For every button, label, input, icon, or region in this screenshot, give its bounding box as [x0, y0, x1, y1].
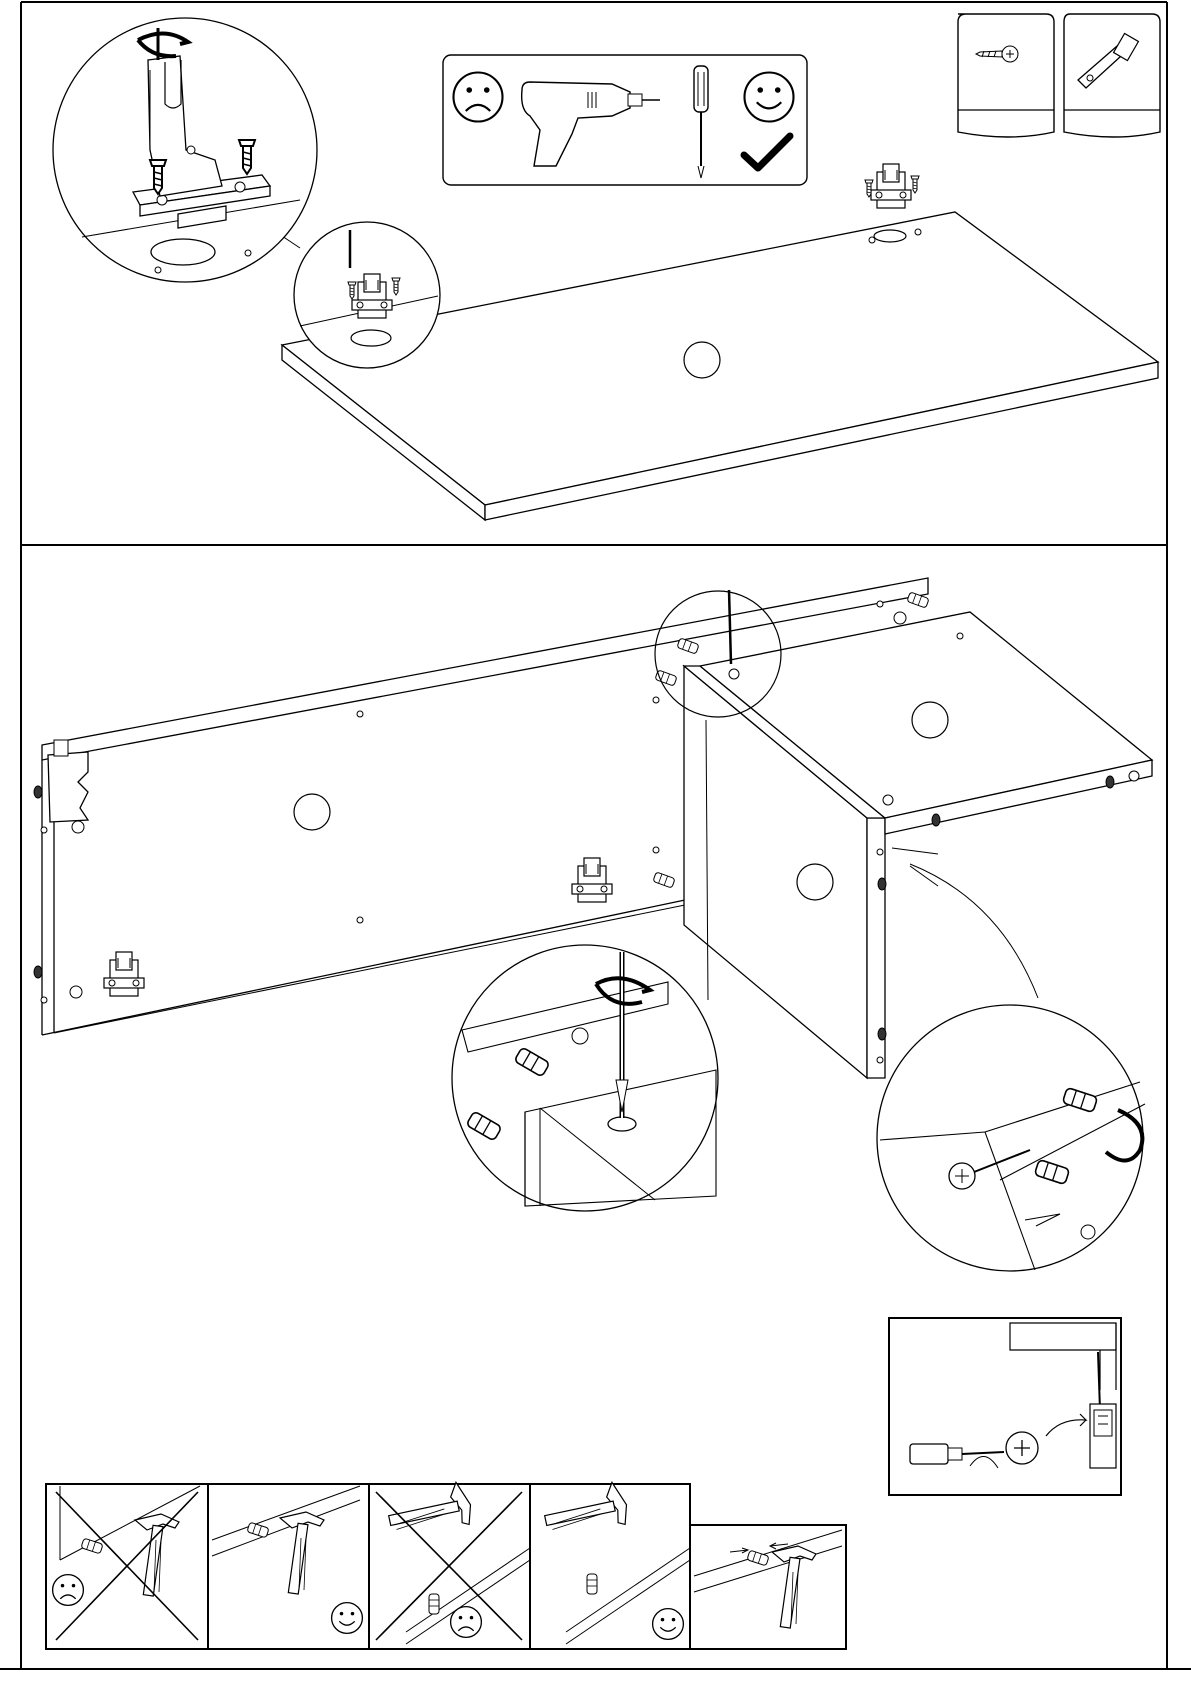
tool-guidance-box [443, 55, 807, 185]
parts-legend-screw [958, 14, 1054, 137]
sad-face-icon [53, 1575, 84, 1606]
parts-legend [958, 14, 1160, 137]
cam-hole [684, 342, 720, 378]
cam-lock-insert-detail [889, 1318, 1121, 1495]
sad-face-icon [451, 1607, 482, 1638]
hinge-zoom-large [53, 18, 317, 282]
cam-screw-detail [452, 945, 718, 1211]
zoom-leader [910, 864, 1038, 998]
cup-hole-large [151, 239, 215, 265]
door-catch [48, 740, 88, 822]
hinge-mount-plate [104, 952, 144, 996]
happy-face-icon [653, 1609, 684, 1640]
hinge-cup-hole [874, 230, 906, 242]
happy-face-icon [745, 73, 794, 122]
hinge-plate-right [865, 164, 919, 208]
hinge-mount-plate [572, 858, 612, 902]
happy-face-icon [332, 1603, 363, 1634]
dowel-insertion-guide [46, 1480, 846, 1649]
hinge-zoom-medium [294, 222, 440, 368]
zoom-leader [282, 236, 300, 248]
dowel-screw-detail [877, 1005, 1145, 1271]
parts-legend-hinge [1064, 14, 1160, 137]
sad-face-icon [454, 73, 503, 122]
step-cabinet-assembly [34, 578, 1152, 1649]
step-hinge-mounting [53, 14, 1160, 520]
